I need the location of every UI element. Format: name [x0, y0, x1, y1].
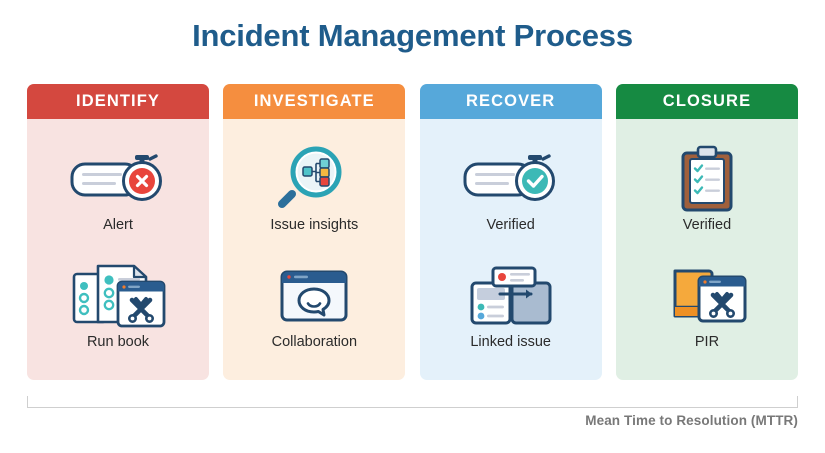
process-item-label: Verified: [486, 217, 535, 233]
column-closure[interactable]: CLOSURE: [615, 84, 798, 380]
column-body-recover: Verified: [420, 119, 602, 380]
column-body-investigate: Issue insights Collaboration: [223, 119, 405, 380]
process-item[interactable]: Alert: [27, 143, 209, 233]
column-header-investigate: INVESTIGATE: [223, 84, 406, 119]
process-item[interactable]: Verified: [616, 143, 798, 233]
process-item-label: Linked issue: [470, 334, 551, 350]
column-recover[interactable]: RECOVER: [419, 84, 602, 380]
process-item[interactable]: Issue insights: [223, 143, 405, 233]
process-item[interactable]: Run book: [27, 260, 209, 350]
process-item-label: Run book: [86, 334, 150, 350]
process-item[interactable]: Collaboration: [223, 260, 405, 350]
mttr-bracket: [27, 396, 798, 408]
book-browser-tools-icon: [665, 260, 749, 332]
run-book-documents-icon: [66, 260, 170, 332]
column-identify[interactable]: IDENTIFY: [27, 84, 209, 380]
process-item-label: Alert: [103, 217, 133, 233]
process-item[interactable]: PIR: [616, 260, 798, 350]
process-item[interactable]: Linked issue: [420, 260, 602, 350]
process-item[interactable]: Verified: [420, 143, 602, 233]
process-columns: IDENTIFY: [27, 84, 798, 380]
process-item-label: Verified: [682, 217, 732, 233]
column-header-identify: IDENTIFY: [27, 84, 209, 119]
page-title: Incident Management Process: [192, 18, 633, 53]
verified-card-stopwatch-icon: [459, 143, 563, 215]
column-body-identify: Alert: [27, 119, 209, 380]
process-item-label: PIR: [694, 334, 720, 350]
column-header-recover: RECOVER: [419, 84, 602, 119]
process-item-label: Issue insights: [270, 217, 359, 233]
column-investigate[interactable]: INVESTIGATE: [223, 84, 406, 380]
mttr-label: Mean Time to Resolution (MTTR): [585, 413, 798, 428]
column-header-closure: CLOSURE: [615, 84, 798, 119]
column-body-closure: Verified: [616, 119, 798, 380]
clipboard-checklist-icon: [678, 143, 736, 215]
alert-card-stopwatch-icon: [66, 143, 170, 215]
process-item-label: Collaboration: [271, 334, 358, 350]
linked-issue-panels-icon: [465, 260, 557, 332]
magnifier-flowchart-icon: [272, 143, 356, 215]
browser-speech-bubble-icon: [276, 260, 352, 332]
